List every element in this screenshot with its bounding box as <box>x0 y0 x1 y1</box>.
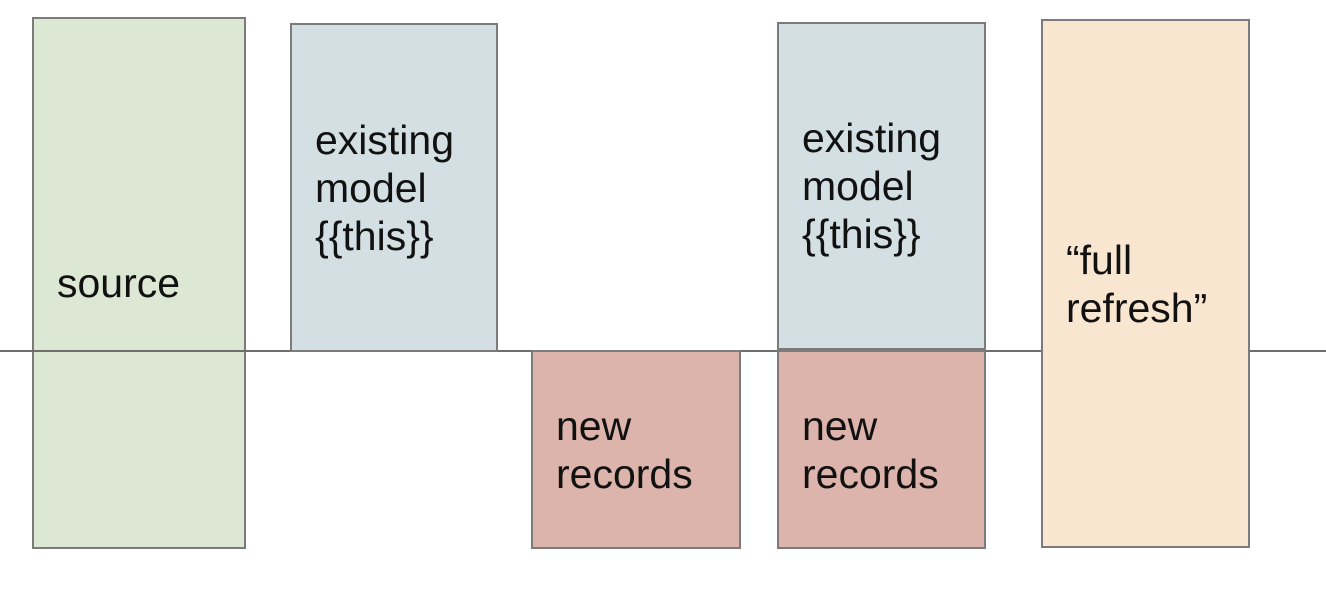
box-full-refresh: “full refresh” <box>1041 19 1250 548</box>
box-new-records-left: new records <box>531 350 741 549</box>
box-source: source <box>32 17 246 549</box>
box-existing-model-left-label: existing model {{this}} <box>315 116 455 259</box>
box-new-records-left-label: new records <box>556 402 693 497</box>
box-new-records-right: new records <box>777 350 986 549</box>
box-new-records-right-label: new records <box>802 402 939 497</box>
box-existing-model-right-label: existing model {{this}} <box>802 115 942 257</box>
box-existing-model-left: existing model {{this}} <box>290 23 498 352</box>
box-full-refresh-label: “full refresh” <box>1066 236 1208 331</box>
box-existing-model-right: existing model {{this}} <box>777 22 986 350</box>
box-source-label: source <box>57 260 181 306</box>
